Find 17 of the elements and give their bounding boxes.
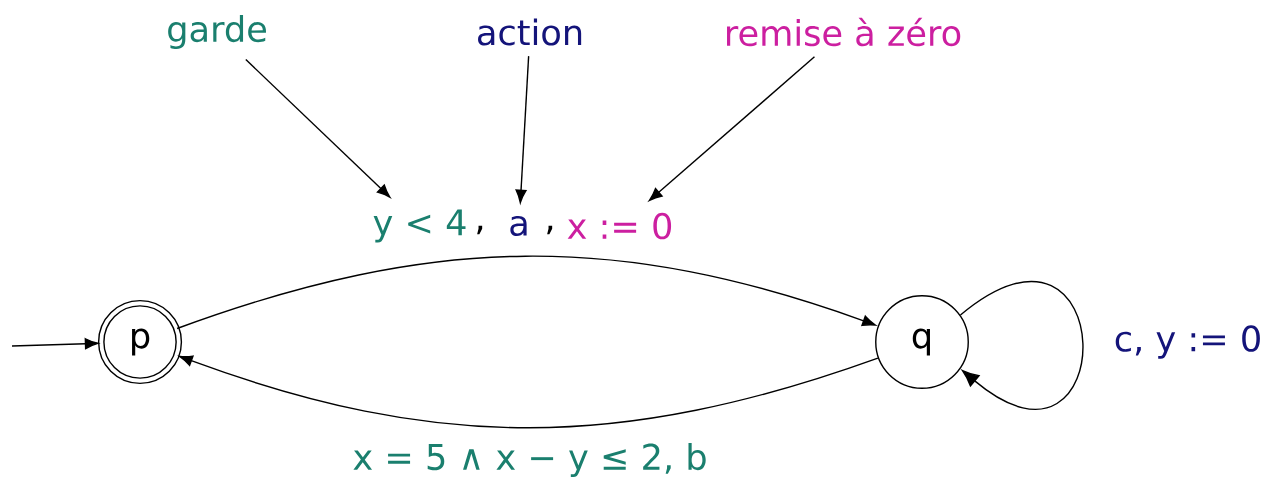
- action-label: a: [510, 215, 527, 237]
- comma-text: ,: [477, 225, 483, 235]
- leader-line: [515, 55, 530, 204]
- leader-line: [245, 58, 391, 198]
- annotation-text: remise à zéro: [727, 17, 961, 47]
- edge-label: c, y := 0: [1110, 321, 1266, 363]
- start-arrow: [11, 338, 99, 350]
- reset-label: x := 0: [567, 212, 672, 240]
- edge-label: x = 5 ∧ x − y ≤ 2, b: [348, 439, 712, 481]
- transition-arrow: [176, 255, 876, 330]
- leader-line: [648, 56, 816, 202]
- annotation-text: action: [478, 18, 582, 46]
- transition-arrow: [179, 355, 879, 429]
- guard-label: y < 4: [373, 209, 466, 243]
- comma-text: ,: [547, 225, 553, 235]
- self-loop-arrow: [959, 280, 1084, 411]
- annotation-text: garde: [168, 15, 266, 49]
